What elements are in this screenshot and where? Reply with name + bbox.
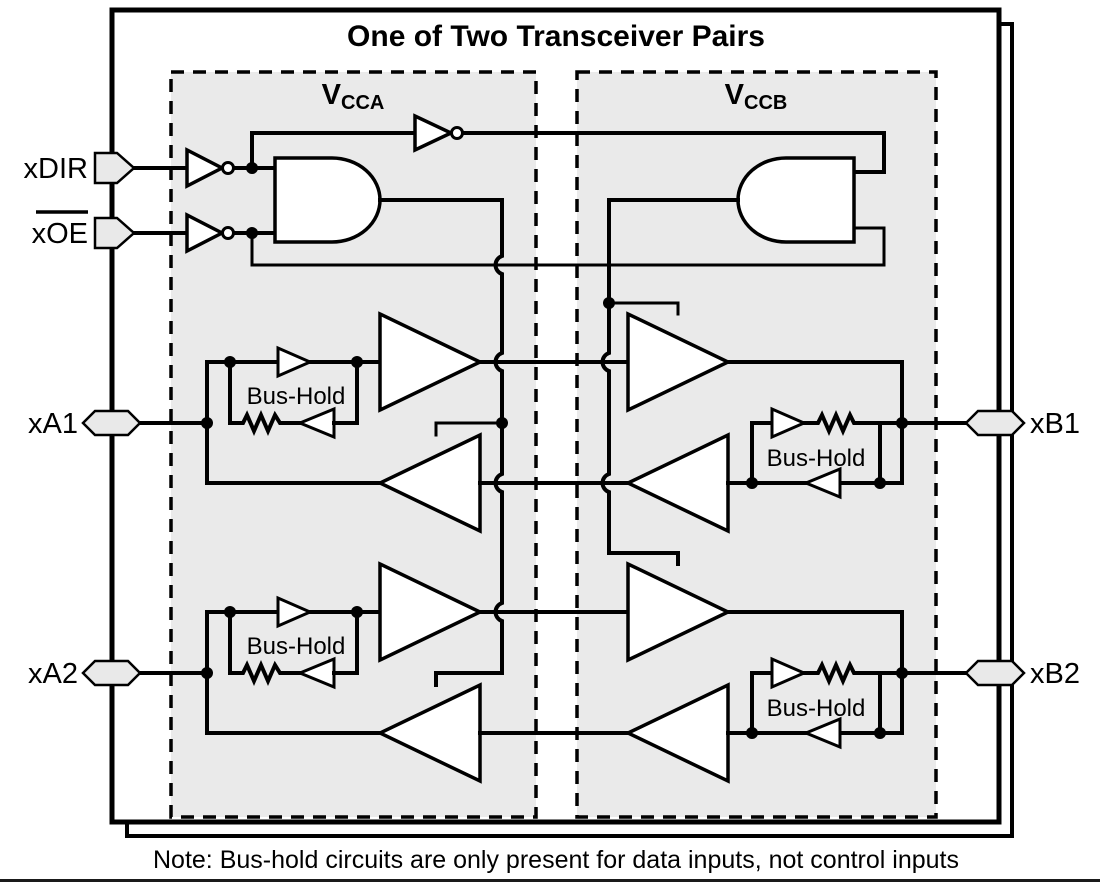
b1-enable-stub [607, 301, 680, 316]
buffer-forward-icon [276, 345, 314, 379]
buffer-forward-icon [770, 656, 808, 690]
xb1-pad [964, 409, 1026, 437]
inverter-bubble-icon [450, 126, 464, 140]
b2-loop-left [750, 671, 774, 735]
xb2-pad [964, 659, 1026, 687]
junction-dot [201, 667, 213, 679]
channel-2: Bus-Hold Bus-Hold [138, 561, 968, 784]
b2-output-driver [626, 561, 733, 663]
control-logic [132, 113, 886, 687]
xdir-pad [93, 151, 136, 185]
feedback-return-wire [332, 360, 359, 425]
and-gate-vcca [273, 156, 382, 244]
bus-hold-cell-b2: Bus-Hold [726, 610, 968, 750]
resistor-icon [802, 410, 904, 436]
bus-hold-cell-a2: Bus-Hold [138, 595, 382, 735]
inverter-xoe [185, 212, 235, 254]
a1-enable-stub [434, 421, 504, 437]
a1-forward-buffer [378, 311, 485, 413]
resistor-icon [802, 660, 904, 686]
and-gate-vccb [736, 156, 856, 244]
dir-to-andb-wire [461, 131, 886, 174]
junction-dot [224, 356, 236, 368]
junction-dot [201, 417, 213, 429]
xa1-pad [81, 409, 142, 437]
junction-dot [496, 417, 508, 429]
bottom-rule [0, 879, 1100, 882]
buffer-forward-icon [276, 595, 314, 629]
vcca-label: VCCA [322, 79, 385, 114]
diagram-title: One of Two Transceiver Pairs [347, 20, 765, 53]
xa2-label: xA2 [28, 658, 78, 690]
xa1-label: xA1 [28, 408, 78, 440]
junction-dot [224, 606, 236, 618]
b1-output-driver [626, 311, 733, 413]
b1-loop-left [750, 421, 774, 485]
resistor-icon [228, 360, 302, 436]
bus-hold-label: Bus-Hold [767, 445, 866, 472]
inverter-bubble-icon [221, 161, 235, 175]
bus-hold-label: Bus-Hold [767, 695, 866, 722]
a2-forward-buffer [378, 561, 485, 663]
bus-hold-cell-a1: Bus-Hold [138, 345, 382, 485]
bus-hold-cell-b1: Bus-Hold [726, 360, 968, 500]
inverter-top [413, 113, 464, 153]
resistor-icon [228, 610, 302, 686]
xdir-label: xDIR [24, 153, 88, 185]
junction-dot [603, 297, 615, 309]
junction-dot [246, 227, 258, 239]
junction-dot [351, 356, 363, 368]
vccb-label: VCCB [725, 79, 788, 114]
bus-hold-label: Bus-Hold [247, 383, 346, 410]
xb1-label: xB1 [1030, 408, 1080, 440]
junction-dot [351, 606, 363, 618]
buffer-feedback-icon [802, 716, 842, 750]
channel-1: Bus-Hold Bus-Hold [138, 311, 968, 534]
junction-dot [246, 162, 258, 174]
footnote: Note: Bus-hold circuits are only present… [153, 846, 959, 874]
inverter-bubble-icon [221, 226, 235, 240]
buffer-forward-icon [770, 406, 808, 440]
a2-input-riser [205, 610, 280, 735]
pins: xDIR xOE xA1 xA2 xB1 xB2 [24, 151, 1080, 690]
a1-input-riser [205, 360, 280, 485]
junction-dot [896, 417, 908, 429]
b-enable-bus [600, 198, 740, 566]
xoe-label: xOE [32, 218, 88, 250]
xb2-label: xB2 [1030, 658, 1080, 690]
junction-dot [896, 667, 908, 679]
xoe-pad [93, 216, 136, 250]
dir-riser-wire [250, 131, 417, 170]
buffer-feedback-icon [802, 466, 842, 500]
junction-dot [746, 727, 758, 739]
junction-dot [874, 727, 886, 739]
bus-hold-label: Bus-Hold [247, 633, 346, 660]
junction-dot [874, 477, 886, 489]
oe-to-andb-wire [250, 226, 886, 267]
xa2-pad [81, 659, 142, 687]
feedback-return-wire [332, 610, 359, 675]
junction-dot [746, 477, 758, 489]
